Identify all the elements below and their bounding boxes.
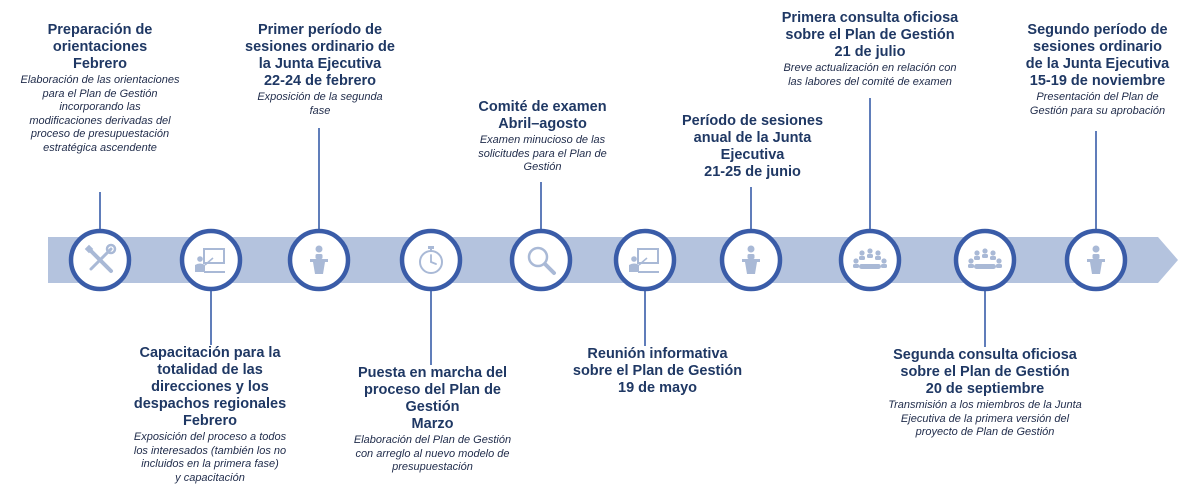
milestone-title: Comité de examen Abril–agosto xyxy=(478,99,607,132)
milestone-title: Segundo período de sesiones ordinario de… xyxy=(1025,22,1170,89)
milestone-text: Primer período de sesiones ordinario de … xyxy=(230,22,410,118)
milestone-title: Preparación de orientaciones Febrero xyxy=(47,22,153,72)
milestone-title: Período de sesiones anual de la Junta Ej… xyxy=(681,113,824,180)
milestone-text: Primera consulta oficiosa sobre el Plan … xyxy=(760,10,980,89)
speaker-podium-icon xyxy=(310,245,328,274)
milestone-text: Período de sesiones anual de la Junta Ej… xyxy=(670,113,835,181)
tools-icon xyxy=(84,243,117,273)
milestone-node xyxy=(719,228,783,292)
milestone-description: Exposición del proceso a todos los inter… xyxy=(133,431,287,484)
milestone-title: Primera consulta oficiosa sobre el Plan … xyxy=(781,10,959,60)
milestone-node xyxy=(1064,228,1128,292)
milestone-description: Elaboración del Plan de Gestión con arre… xyxy=(353,434,512,473)
meeting-icon xyxy=(968,248,1002,269)
milestone-node xyxy=(509,228,573,292)
milestone-text: Reunión informativa sobre el Plan de Ges… xyxy=(565,346,750,397)
magnifier-icon xyxy=(527,246,556,275)
presentation-icon xyxy=(629,248,659,273)
milestone-title: Reunión informativa sobre el Plan de Ges… xyxy=(572,346,743,396)
milestone-node xyxy=(953,228,1017,292)
milestone-node xyxy=(838,228,902,292)
milestone-title: Puesta en marcha del proceso del Plan de… xyxy=(357,365,508,432)
milestone-node xyxy=(68,228,132,292)
milestone-node xyxy=(399,228,463,292)
milestone-text: Capacitación para la totalidad de las di… xyxy=(110,345,310,485)
milestone-node xyxy=(287,228,351,292)
meeting-icon xyxy=(853,248,887,269)
milestone-title: Segunda consulta oficiosa sobre el Plan … xyxy=(893,347,1077,397)
milestone-text: Segunda consulta oficiosa sobre el Plan … xyxy=(870,347,1100,440)
milestone-text: Puesta en marcha del proceso del Plan de… xyxy=(340,365,525,475)
speaker-podium-icon xyxy=(742,245,760,274)
presentation-icon xyxy=(195,248,225,273)
stopwatch-icon xyxy=(419,246,443,274)
milestone-description: Presentación del Plan de Gestión para su… xyxy=(1029,91,1166,117)
milestone-node xyxy=(179,228,243,292)
milestone-description: Exposición de la segunda fase xyxy=(257,91,383,117)
milestone-description: Elaboración de las orientaciones para el… xyxy=(20,74,180,154)
milestone-description: Examen minucioso de las solicitudes para… xyxy=(478,134,607,173)
milestone-description: Breve actualización en relación con las … xyxy=(783,62,957,88)
milestone-title: Capacitación para la totalidad de las di… xyxy=(133,345,287,429)
milestone-text: Segundo período de sesiones ordinario de… xyxy=(1010,22,1185,118)
speaker-podium-icon xyxy=(1087,245,1105,274)
milestone-node xyxy=(613,228,677,292)
milestone-description: Transmisión a los miembros de la Junta E… xyxy=(888,399,1082,438)
milestone-title: Primer período de sesiones ordinario de … xyxy=(245,22,395,89)
